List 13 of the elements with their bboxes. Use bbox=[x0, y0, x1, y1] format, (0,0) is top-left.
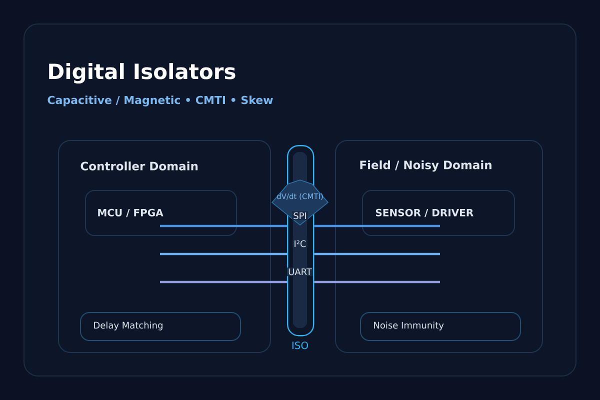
signal-line bbox=[160, 280, 287, 284]
signal-line bbox=[314, 252, 440, 256]
signal-line bbox=[314, 280, 440, 284]
title: Digital Isolators bbox=[49, 63, 236, 84]
signal-line bbox=[314, 224, 440, 228]
node-label: ISO bbox=[292, 342, 308, 350]
signal-line bbox=[160, 252, 287, 256]
signal-line bbox=[160, 224, 287, 228]
device-box: MCU / FPGA bbox=[85, 190, 237, 236]
feature-pill: Noise Immunity bbox=[360, 312, 521, 341]
subtitle: Capacitive / Magnetic • CMTI • Skew bbox=[48, 96, 273, 106]
feature-pill: Delay Matching bbox=[80, 312, 241, 341]
device-box: SENSOR / DRIVER bbox=[362, 190, 515, 236]
